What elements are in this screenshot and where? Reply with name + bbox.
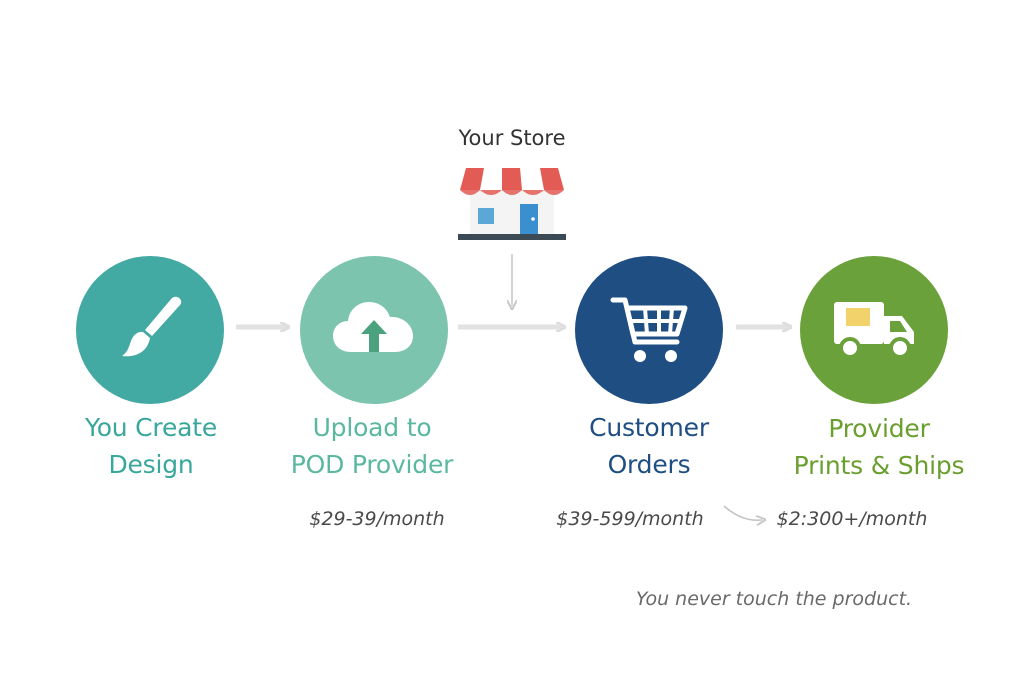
price-orders: $39-599/month	[556, 508, 704, 530]
step-orders-label: Customer Orders	[539, 409, 759, 483]
step-design-line1: You Create	[84, 413, 218, 442]
step-ships-circle	[800, 256, 948, 404]
step-upload-line2: POD Provider	[290, 450, 454, 479]
storefront-icon	[458, 168, 566, 240]
step-orders-line2: Orders	[607, 450, 691, 479]
step-upload-line1: Upload to	[312, 413, 432, 442]
step-design-circle	[76, 256, 224, 404]
step-ships-line1: Provider	[828, 414, 930, 443]
step-upload-label: Upload to POD Provider	[262, 409, 482, 483]
step-design-label: You Create Design	[41, 409, 261, 483]
paintbrush-icon	[122, 296, 182, 357]
step-orders-circle	[575, 256, 723, 404]
delivery-truck-icon	[834, 302, 914, 359]
step-ships-label: Provider Prints & Ships	[769, 410, 989, 484]
price-ships: $2:300+/month	[776, 508, 928, 530]
price-upload: $29-39/month	[309, 508, 445, 530]
footnote: You never touch the product.	[635, 588, 913, 610]
cloud-upload-icon	[333, 302, 413, 352]
step-ships-line2: Prints & Ships	[793, 451, 965, 480]
step-orders-line1: Customer	[589, 413, 709, 442]
store-title: Your Store	[458, 126, 566, 150]
arrow-price-curve	[723, 505, 762, 520]
step-design-line2: Design	[108, 450, 194, 479]
shopping-cart-icon	[610, 297, 688, 362]
step-upload-circle	[300, 256, 448, 404]
